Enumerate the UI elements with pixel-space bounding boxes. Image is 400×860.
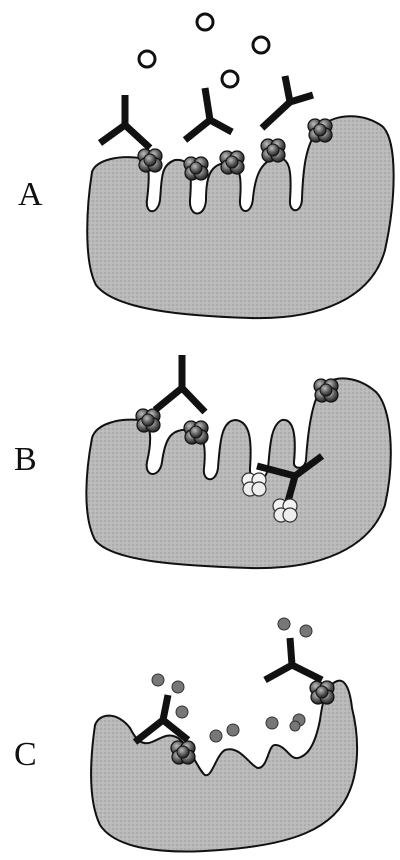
receptor-cluster-icon bbox=[308, 119, 332, 142]
panel-label-b: B bbox=[14, 441, 37, 478]
particle-icon bbox=[172, 681, 184, 693]
panel-a: A bbox=[18, 14, 394, 318]
cell-body-c bbox=[91, 681, 357, 852]
internalized-receptor-icon bbox=[242, 473, 266, 496]
receptor-cluster-icon bbox=[138, 149, 162, 172]
cell-body-a bbox=[87, 116, 393, 318]
panel-c: C bbox=[14, 618, 357, 852]
cell-body-b bbox=[86, 378, 390, 568]
ligand-icon bbox=[139, 51, 155, 67]
internalized-receptor-icon bbox=[273, 499, 297, 522]
particle-icon bbox=[300, 625, 312, 637]
antibody-icon bbox=[155, 355, 205, 412]
ligand-icon bbox=[222, 71, 238, 87]
receptor-cluster-icon bbox=[261, 139, 285, 162]
receptor-cluster-icon bbox=[314, 379, 338, 402]
particle-icon bbox=[152, 674, 164, 686]
particle-icon bbox=[227, 724, 239, 736]
receptor-cluster-icon bbox=[184, 157, 208, 180]
antibody-icon bbox=[135, 695, 188, 742]
ligand-icon bbox=[253, 37, 269, 53]
particle-icon bbox=[290, 721, 300, 731]
panel-b: B bbox=[14, 355, 391, 568]
receptor-cluster-icon bbox=[220, 151, 244, 174]
antibody-icon bbox=[262, 76, 313, 128]
receptor-cluster-icon bbox=[136, 409, 160, 432]
antibody-icon bbox=[185, 88, 232, 140]
receptor-cluster-icon bbox=[310, 681, 334, 704]
receptor-cluster-icon bbox=[184, 421, 208, 444]
ligand-icon bbox=[197, 14, 213, 30]
antibody-icon bbox=[100, 95, 150, 148]
panel-label-a: A bbox=[18, 176, 43, 213]
particle-icon bbox=[266, 717, 278, 729]
particle-icon bbox=[210, 730, 222, 742]
particle-icon bbox=[176, 706, 188, 718]
particle-icon bbox=[278, 618, 290, 630]
panel-label-c: C bbox=[14, 736, 37, 773]
receptor-cluster-icon bbox=[171, 741, 195, 764]
antibody-icon bbox=[265, 638, 322, 680]
